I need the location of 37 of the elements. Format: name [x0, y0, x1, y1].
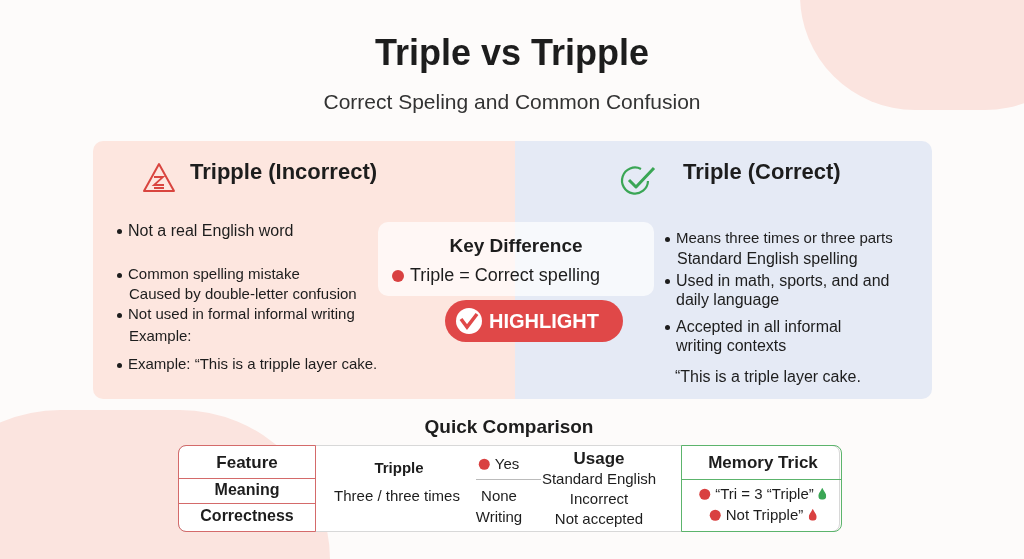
- table-cell-text: Memory Trick: [708, 452, 818, 475]
- title: Triple vs Tripple: [373, 31, 651, 75]
- table-cell-text: None: [481, 485, 517, 506]
- highlight-badge: [445, 300, 623, 342]
- panel-text: Common spelling mistake: [128, 265, 300, 283]
- panel-text: Standard English spelling: [677, 249, 858, 269]
- panel-text: “This is a triple layer cake.: [675, 367, 861, 387]
- table-cell-text: Standard English: [541, 468, 657, 489]
- table-cell-text: Tripple: [374, 457, 424, 478]
- key-difference-card: [378, 222, 654, 296]
- table-cell-text: Meaning: [214, 480, 280, 500]
- table-cell-text: “Tri = 3 “Triple”: [715, 483, 814, 504]
- card-heading: Key Difference: [448, 234, 584, 258]
- table-heading: Quick Comparison: [423, 415, 595, 439]
- subtitle: Correct Speling and Common Confusion: [322, 89, 702, 115]
- panel-text: Example:: [129, 327, 192, 345]
- panel-text: Not a real English word: [128, 221, 294, 241]
- table-cell-text: Not Tripple”: [725, 504, 804, 525]
- panel-heading: Triple (Correct): [683, 159, 841, 186]
- table-cell-text: Not accepted: [554, 508, 644, 529]
- panel-text: Accepted in all informal writing contexts: [676, 317, 843, 356]
- panel-heading: Tripple (Incorrect): [190, 159, 378, 186]
- table-cell-text: Incorrect: [569, 488, 629, 509]
- badge-text: HIGHLIGHT: [489, 309, 599, 334]
- table-cell-text: Writing: [475, 506, 523, 527]
- panel-text: Means three times or three parts: [676, 229, 893, 247]
- table-cell-text: Correctness: [200, 506, 294, 526]
- comparison-table: [178, 445, 840, 532]
- table-cell-text: Feature: [216, 452, 278, 475]
- card-text: Triple = Correct spelling: [410, 264, 600, 287]
- table-cell-text: Usage: [573, 448, 625, 471]
- panel-text: Used in math, sports, and and daily language: [676, 271, 891, 310]
- table-cell-text: Yes: [494, 453, 520, 474]
- panel-text: Caused by double-letter confusion: [129, 285, 357, 303]
- table-cell-text: Three / three times: [334, 485, 460, 506]
- panel-text: Example: “This is a tripple layer cake.: [128, 355, 378, 373]
- panel-text: Not used in formal informal writing: [128, 305, 355, 323]
